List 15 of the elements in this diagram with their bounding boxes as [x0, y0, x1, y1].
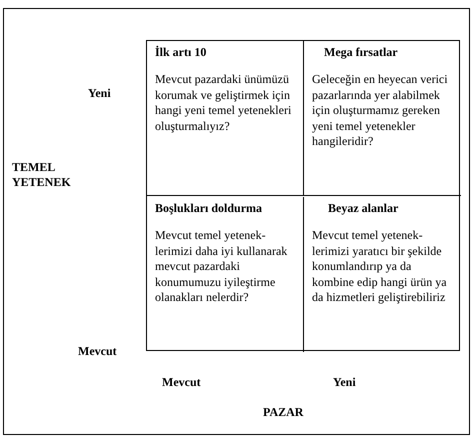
axis-label: Yeni [88, 86, 111, 101]
axis-label: PAZAR [263, 405, 304, 420]
axis-label: Mevcut [78, 344, 117, 359]
axis-label: Yeni [333, 375, 356, 390]
quadrant-question: Mevcut temel yetenek-lerimizi daha iyi kullanarak mevcut pazardaki konumumuzu iyileştirme olanakları nelerdir? [155, 228, 288, 306]
quadrant-heading: İlk artı 10 [155, 44, 208, 60]
axis-label: TEMEL YETENEK [12, 160, 72, 190]
quadrant-question: Mevcut temel yetenek-lerimizi yaratıcı bir şekilde konumlandırıp ya da kombine edip hangi ürün ya da hizmetleri geliştirebiliriz [312, 228, 448, 306]
quadrant-question: Geleceğin en heyecan verici pazarlarında yer alabilmek için oluşturmamız gereken yeni temel yetenekler hangileridir? [312, 72, 449, 150]
quadrant-cell [147, 41, 304, 196]
axis-label: Mevcut [162, 375, 201, 390]
quadrant-heading: Mega fırsatlar [323, 44, 399, 60]
quadrant-heading: Beyaz alanlar [327, 200, 400, 216]
quadrant-question: Mevcut pazardaki ünümüzü korumak ve geliştirmek için hangi yeni temel yetenekleri oluşturmalıyız? [155, 72, 292, 134]
quadrant-heading: Boşlukları doldurma [155, 200, 264, 216]
